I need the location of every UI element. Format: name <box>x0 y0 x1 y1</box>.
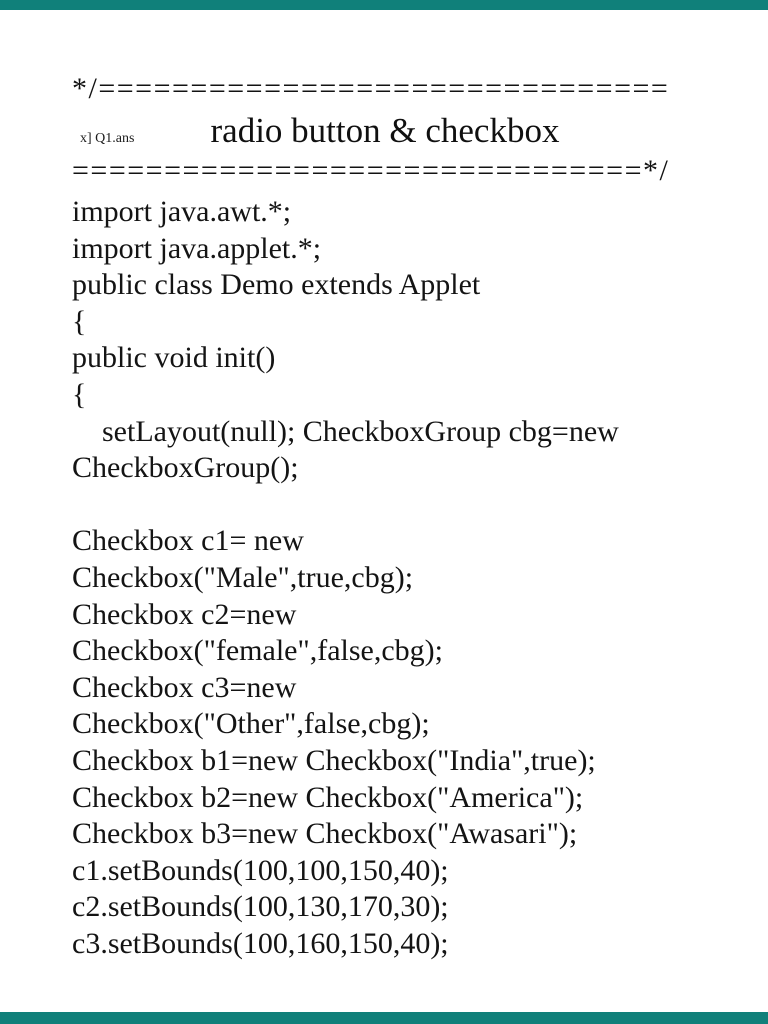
code-line: Checkbox b2=new Checkbox("America"); <box>72 780 584 814</box>
comment-close-rule: ===============================*/ <box>72 154 670 187</box>
code-line: c2.setBounds(100,130,170,30); <box>72 890 449 924</box>
code-line: import java.awt.*; <box>72 195 292 228</box>
code-line: c1.setBounds(100,100,150,40); <box>72 853 449 887</box>
code-line: Checkbox("Other",false,cbg); <box>72 707 430 741</box>
code-line: Checkbox b3=new Checkbox("Awasari"); <box>72 817 578 851</box>
code-line: public class Demo extends Applet <box>72 268 481 302</box>
code-line: import java.applet.*; <box>72 231 322 265</box>
code-line: c3.setBounds(100,160,150,40); <box>72 926 449 960</box>
page-title: radio button & checkbox <box>210 111 560 150</box>
code-line: Checkbox c2=new <box>72 597 297 631</box>
bottom-edge-bar <box>0 1012 768 1024</box>
code-line: Checkbox("female",false,cbg); <box>72 634 444 668</box>
code-line: Checkbox("Male",true,cbg); <box>72 560 414 594</box>
code-line: public void init() <box>72 341 276 375</box>
file-label: x] Q1.ans <box>80 131 135 146</box>
code-line: { <box>72 304 87 338</box>
code-line: setLayout(null); CheckboxGroup cbg=new <box>72 414 619 448</box>
code-line: Checkbox c3=new <box>72 670 297 704</box>
code-line <box>72 487 698 524</box>
title-row: x] Q1.ans radio button & checkbox <box>72 106 698 154</box>
code-line: Checkbox b1=new Checkbox("India",true); <box>72 743 596 777</box>
top-edge-bar <box>0 0 768 10</box>
code-block: import java.awt.*;import java.applet.*;p… <box>72 194 698 962</box>
page-content: */=============================== x] Q1.… <box>72 72 698 962</box>
comment-open-rule: */=============================== <box>72 72 670 105</box>
code-line: { <box>72 377 87 411</box>
code-line: Checkbox c1= new <box>72 524 304 558</box>
code-line: CheckboxGroup(); <box>72 451 299 485</box>
